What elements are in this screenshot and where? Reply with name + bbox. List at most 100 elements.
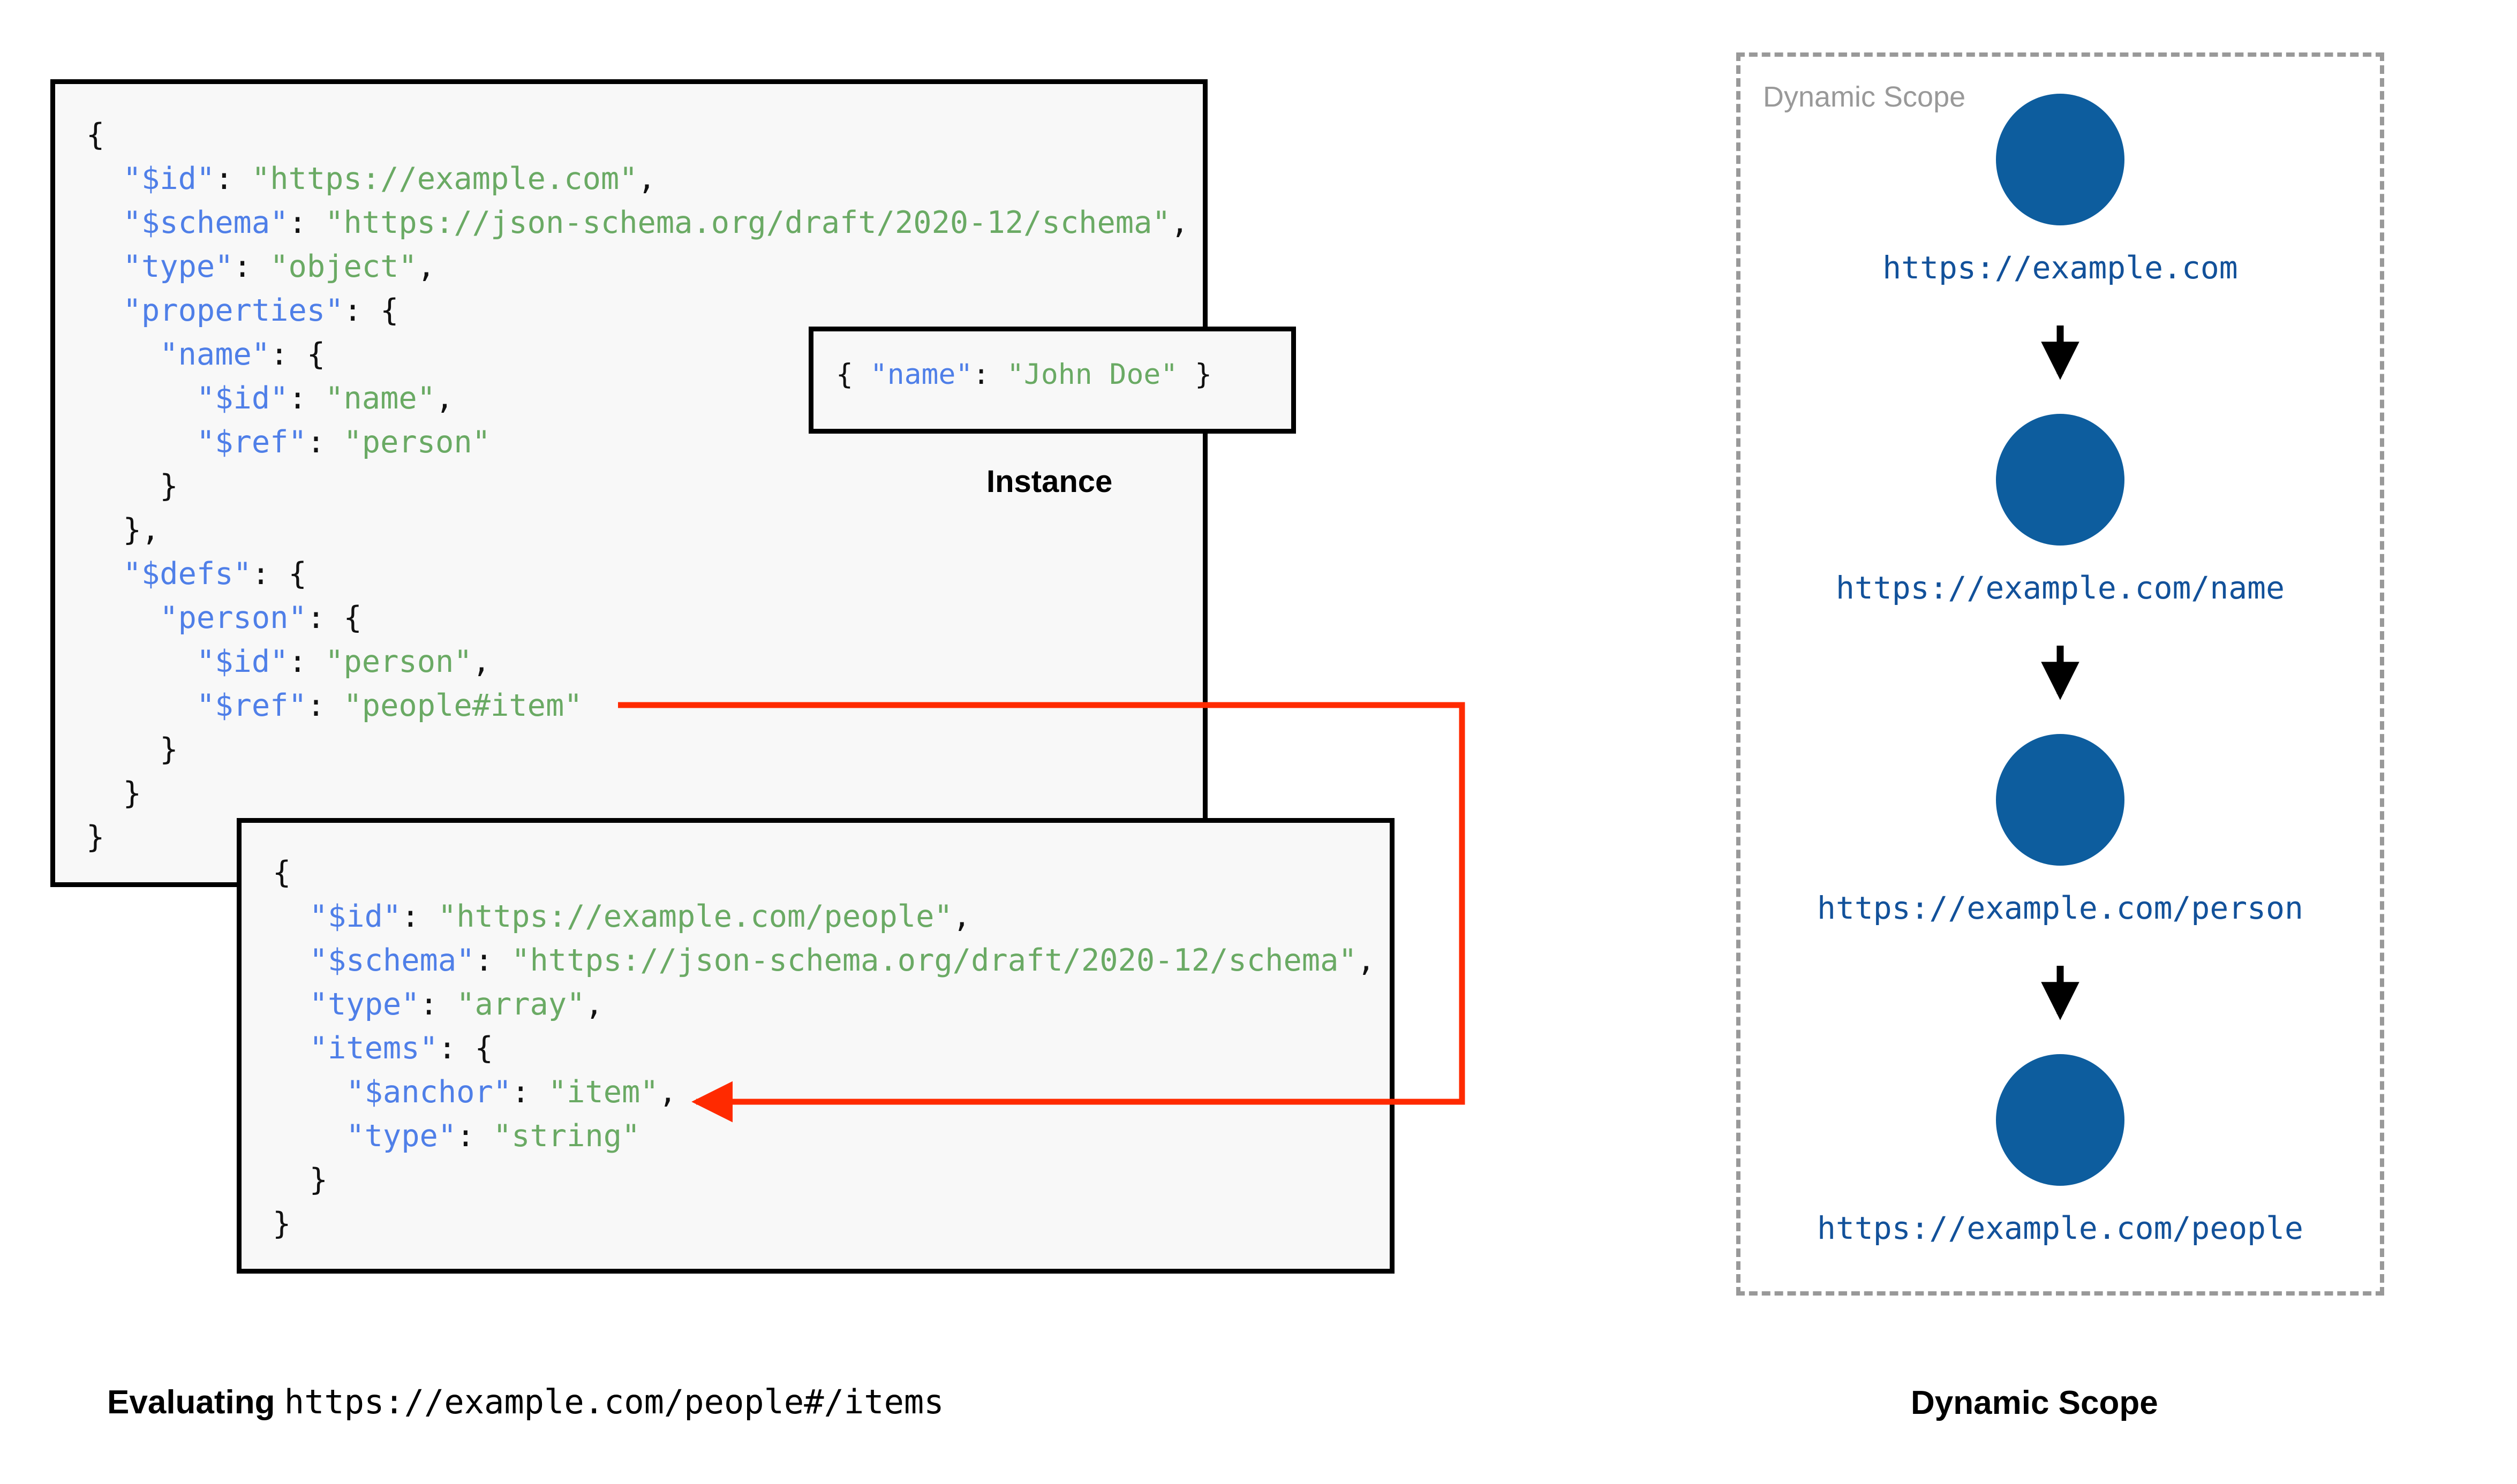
code-line: "person": {: [86, 596, 1189, 640]
instance-box: { "name": "John Doe" }: [809, 327, 1296, 434]
code-line: "$defs": {: [86, 552, 1189, 596]
code-token: : {: [343, 293, 399, 328]
code-token: : {: [438, 1031, 493, 1066]
scope-node-label-2: https://example.com/name: [1835, 570, 2285, 606]
code-line: }: [273, 1202, 1375, 1246]
code-token: ,: [1357, 943, 1376, 978]
code-line: "$id": "person",: [86, 640, 1189, 684]
instance-caption: Instance: [986, 464, 1113, 499]
code-token: "type": [123, 249, 233, 284]
code-token: {: [836, 358, 870, 391]
code-token: :: [288, 205, 326, 240]
code-token: "$ref": [196, 688, 307, 723]
code-token: :: [288, 644, 326, 679]
code-token: ,: [417, 249, 436, 284]
code-token: "$anchor": [346, 1074, 512, 1110]
code-token: :: [288, 381, 326, 416]
code-line: {: [273, 851, 1375, 895]
evaluating-label: Evaluating: [107, 1384, 275, 1421]
scope-node-2: [1996, 414, 2124, 546]
code-token: },: [123, 512, 160, 548]
dynamic-scope-inner-label: Dynamic Scope: [1763, 81, 1966, 113]
code-token: : {: [306, 600, 362, 635]
code-token: :: [401, 899, 438, 934]
dynamic-scope-caption: Dynamic Scope: [1911, 1384, 2158, 1421]
code-line: "$id": "name",: [86, 376, 1189, 420]
code-token: "https://json-schema.org/draft/2020-12/s…: [325, 205, 1171, 240]
instance-code: { "name": "John Doe" }: [836, 353, 1212, 397]
people-schema-box: { "$id": "https://example.com/people", "…: [237, 818, 1395, 1274]
code-token: "$id": [196, 381, 289, 416]
code-token: :: [973, 358, 1007, 391]
code-token: "items": [309, 1031, 438, 1066]
code-token: }: [273, 1206, 291, 1241]
code-token: ,: [435, 381, 454, 416]
code-token: ,: [952, 899, 971, 934]
code-token: :: [456, 1118, 493, 1154]
code-token: ,: [472, 644, 491, 679]
code-token: "type": [309, 987, 420, 1022]
code-token: "$schema": [123, 205, 289, 240]
code-token: "$ref": [196, 425, 307, 460]
code-token: "$schema": [309, 943, 475, 978]
code-token: "properties": [123, 293, 344, 328]
code-line: "type": "string": [273, 1114, 1375, 1158]
code-line: "name": {: [86, 332, 1189, 376]
scope-node-label-3: https://example.com/person: [1817, 890, 2303, 926]
code-token: "name": [160, 337, 270, 372]
code-line: }: [86, 771, 1189, 815]
code-token: :: [474, 943, 512, 978]
scope-node-1: [1996, 94, 2124, 225]
code-token: }: [309, 1162, 328, 1198]
code-token: "$defs": [123, 556, 252, 592]
code-line: }: [273, 1158, 1375, 1202]
code-token: }: [1178, 358, 1212, 391]
code-token: "array": [456, 987, 585, 1022]
scope-node-label-4: https://example.com/people: [1817, 1210, 2303, 1246]
code-token: ,: [585, 987, 604, 1022]
code-token: "person": [160, 600, 307, 635]
code-line: "$id": "https://example.com",: [86, 157, 1189, 201]
code-line: },: [86, 508, 1189, 552]
code-token: "$id": [123, 161, 215, 196]
code-line: "$ref": "person": [86, 420, 1189, 464]
code-token: ,: [1170, 205, 1189, 240]
code-line: {: [86, 113, 1189, 157]
code-token: "https://example.com/people": [438, 899, 953, 934]
code-token: ,: [637, 161, 656, 196]
code-token: "item": [548, 1074, 659, 1110]
dynamic-scope-panel: [1736, 52, 2384, 1296]
code-token: }: [160, 732, 178, 767]
code-line: "$schema": "https://json-schema.org/draf…: [273, 938, 1375, 982]
code-token: "$id": [196, 644, 289, 679]
code-token: "name": [870, 358, 973, 391]
code-token: "https://example.com": [251, 161, 638, 196]
scope-node-label-1: https://example.com: [1882, 249, 2238, 286]
code-token: : {: [251, 556, 307, 592]
code-token: "$id": [309, 899, 402, 934]
code-token: : {: [270, 337, 326, 372]
code-line: "items": {: [273, 1026, 1375, 1070]
code-token: "type": [346, 1118, 457, 1154]
code-token: }: [123, 776, 141, 811]
code-token: {: [273, 855, 291, 890]
code-line: "$ref": "people#item": [86, 684, 1189, 728]
evaluating-uri: https://example.com/people#/items: [284, 1382, 944, 1421]
code-token: :: [215, 161, 252, 196]
code-line: }: [86, 728, 1189, 771]
root-schema-code: { "$id": "https://example.com", "$schema…: [86, 113, 1189, 859]
code-line: }: [86, 815, 1189, 859]
code-token: :: [511, 1074, 548, 1110]
code-token: ,: [658, 1074, 677, 1110]
code-token: "object": [270, 249, 417, 284]
code-line: }: [86, 464, 1189, 508]
code-token: "John Doe": [1007, 358, 1178, 391]
code-token: "name": [325, 381, 436, 416]
code-line: "$anchor": "item",: [273, 1070, 1375, 1114]
code-token: }: [86, 820, 105, 855]
code-token: }: [160, 468, 178, 504]
code-token: "person": [343, 425, 491, 460]
code-token: "https://json-schema.org/draft/2020-12/s…: [511, 943, 1357, 978]
code-token: {: [86, 117, 105, 153]
